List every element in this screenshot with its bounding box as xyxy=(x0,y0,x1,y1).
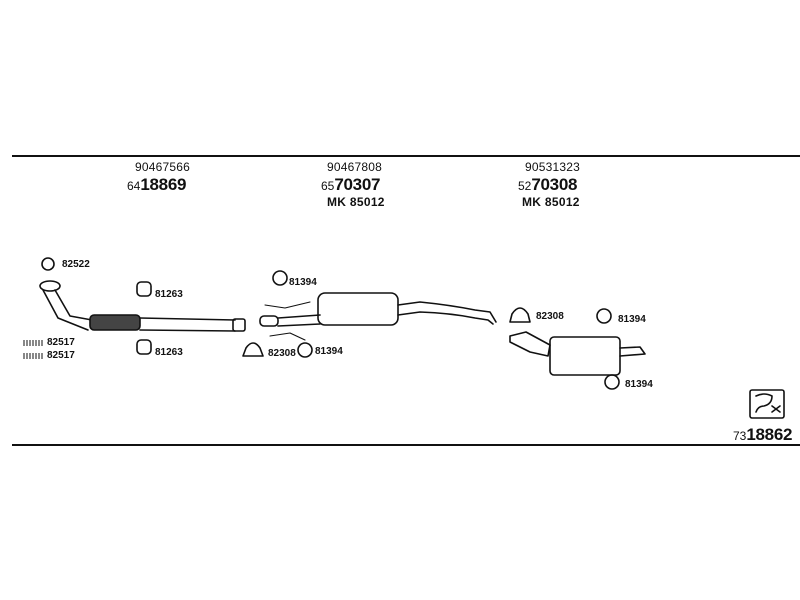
label-82308-right: 82308 xyxy=(536,311,564,322)
front-pipe-part xyxy=(39,280,246,332)
section-3-part-number: 90531323 xyxy=(525,160,580,174)
rear-silencer-inlet xyxy=(509,331,551,357)
hanger-81394-right-top xyxy=(596,308,612,324)
catalog-symbol-box xyxy=(749,389,785,419)
bottom-divider xyxy=(12,444,800,446)
catalog-symbol-glyph xyxy=(755,393,773,413)
rear-tailpipe xyxy=(619,346,646,357)
middle-silencer-box xyxy=(317,292,399,326)
section-2-mk: MK 85012 xyxy=(327,195,385,209)
label-82522: 82522 xyxy=(62,259,90,270)
label-81394-right-top: 81394 xyxy=(618,314,646,325)
label-81394-center-top: 81394 xyxy=(289,277,317,288)
section-1-part-number: 90467566 xyxy=(135,160,190,174)
section-2-part-number: 90467808 xyxy=(327,160,382,174)
middle-silencer-part xyxy=(259,292,497,327)
clamp-81263-top xyxy=(136,281,152,297)
front-pipe-flange xyxy=(39,280,61,292)
label-82517-bottom: 82517 xyxy=(47,350,75,361)
clamp-82308-right xyxy=(509,307,531,323)
section-2-code: 6570307 xyxy=(321,175,381,194)
label-81263-bottom: 81263 xyxy=(155,347,183,358)
bolt-82517-bottom xyxy=(23,353,43,359)
middle-pipe-guide-bottom xyxy=(269,332,306,341)
top-divider xyxy=(12,155,800,157)
hanger-81394-right-bottom xyxy=(604,374,620,390)
middle-pipe-inlet xyxy=(259,315,279,327)
catalytic-converter xyxy=(89,314,141,331)
label-82308-center: 82308 xyxy=(268,348,296,359)
hanger-81394-top xyxy=(272,270,288,286)
section-3-code: 5270308 xyxy=(518,175,578,194)
label-82517-top: 82517 xyxy=(47,337,75,348)
front-pipe-outlet xyxy=(232,318,246,332)
gasket-82522 xyxy=(41,257,55,271)
section-1-code: 6418869 xyxy=(127,175,187,194)
section-3-mk: MK 85012 xyxy=(522,195,580,209)
rear-silencer-box xyxy=(549,336,621,376)
label-81263-top: 81263 xyxy=(155,289,183,300)
middle-pipe-guide-top xyxy=(264,301,311,309)
hanger-81394-bottom xyxy=(297,342,313,358)
label-81394-center-bottom: 81394 xyxy=(315,346,343,357)
clamp-81263-bottom xyxy=(136,339,152,355)
clamp-82308-left xyxy=(242,342,264,357)
catalog-number: 7318862 xyxy=(733,425,793,444)
rear-silencer-part xyxy=(509,331,646,376)
label-81394-right-bottom: 81394 xyxy=(625,379,653,390)
bolt-82517-top xyxy=(23,340,43,346)
